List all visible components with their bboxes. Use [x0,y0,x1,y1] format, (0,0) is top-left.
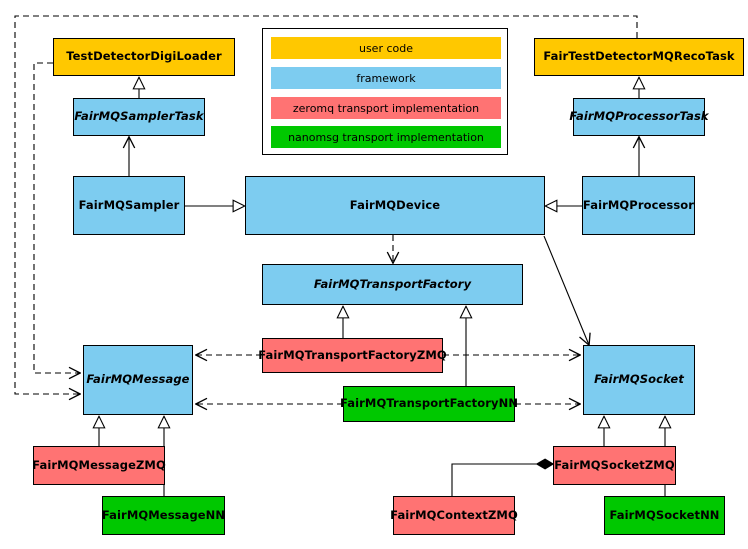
edge-contextzmq-to-socketzmq [451,464,553,496]
legend: user code framework zeromq transport imp… [262,28,508,155]
class-node-fairmqmessagenn[interactable]: FairMQMessageNN [102,496,225,535]
class-label: FairMQTransportFactory [313,276,472,291]
class-label: FairMQProcessorTask [569,109,709,124]
class-node-fairmqsampler[interactable]: FairMQSampler [73,176,185,235]
class-node-fairmqcontextzmq[interactable]: FairMQContextZMQ [390,496,518,535]
class-node-fairmqprocessortask[interactable]: FairMQProcessorTask [569,98,709,136]
class-label: FairMQContextZMQ [390,507,518,522]
class-node-fairmqsocketnn[interactable]: FairMQSocketNN [604,496,725,535]
class-label: FairMQMessage [86,372,190,387]
legend-label-nanomsg: nanomsg transport implementation [288,130,484,144]
class-node-fairmqprocessor[interactable]: FairMQProcessor [582,176,695,235]
class-label: FairMQSocketZMQ [554,457,675,472]
class-label: FairMQDevice [349,197,441,212]
legend-label-user-code: user code [358,41,414,55]
class-label: FairMQTransportFactoryNN [339,396,519,411]
legend-item-framework: framework [271,67,501,89]
class-node-fairmqsamplertask[interactable]: FairMQSamplerTask [73,98,205,136]
class-node-fairmqtransportfactoryzmq[interactable]: FairMQTransportFactoryZMQ [258,338,447,373]
legend-item-zeromq: zeromq transport implementation [271,97,501,119]
edge-digiloader-to-message [33,62,80,373]
class-label: FairMQSocketNN [609,507,720,522]
class-label: TestDetectorDigiLoader [66,49,222,64]
class-label: FairMQSamplerTask [74,109,204,124]
class-label: FairMQSampler [78,197,180,212]
legend-label-framework: framework [356,71,416,85]
legend-label-zeromq: zeromq transport implementation [292,101,480,115]
class-label: FairMQMessageZMQ [32,457,166,472]
class-label: FairMQProcessor [582,197,695,212]
class-node-fairmqmessage[interactable]: FairMQMessage [83,345,193,415]
class-node-fairmqmessagezmq[interactable]: FairMQMessageZMQ [32,446,166,485]
class-label: FairMQTransportFactoryZMQ [258,347,447,362]
edge-recotask-to-message [14,15,638,394]
class-node-testdetectordigiloader[interactable]: TestDetectorDigiLoader [53,38,235,76]
class-label: FairMQSocket [594,372,684,387]
class-label: FairTestDetectorMQRecoTask [543,49,735,64]
class-label: FairMQMessageNN [101,507,226,522]
class-node-fairmqtransportfactory[interactable]: FairMQTransportFactory [262,264,523,305]
edge-device-to-socket [543,235,589,345]
class-node-fairmqsocket[interactable]: FairMQSocket [583,345,695,415]
class-node-fairmqtransportfactorynn[interactable]: FairMQTransportFactoryNN [339,386,519,422]
legend-item-user-code: user code [271,37,501,59]
legend-item-nanomsg: nanomsg transport implementation [271,126,501,148]
class-node-fairmqsocketzmq[interactable]: FairMQSocketZMQ [553,446,676,485]
class-node-fairmqdevice[interactable]: FairMQDevice [245,176,545,235]
class-node-fairtestdetectormqrecotask[interactable]: FairTestDetectorMQRecoTask [534,38,744,76]
